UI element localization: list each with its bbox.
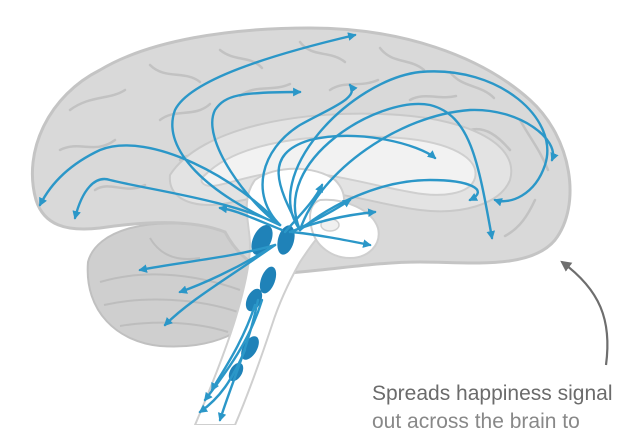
diagram-stage: Spreads happiness signal out across the … [0, 0, 625, 425]
caption-line-2: out across the brain to [372, 410, 580, 434]
brain-diagram [0, 0, 625, 425]
caption-line-1: Spreads happiness signal [372, 382, 613, 406]
callout-arrow [562, 262, 607, 365]
